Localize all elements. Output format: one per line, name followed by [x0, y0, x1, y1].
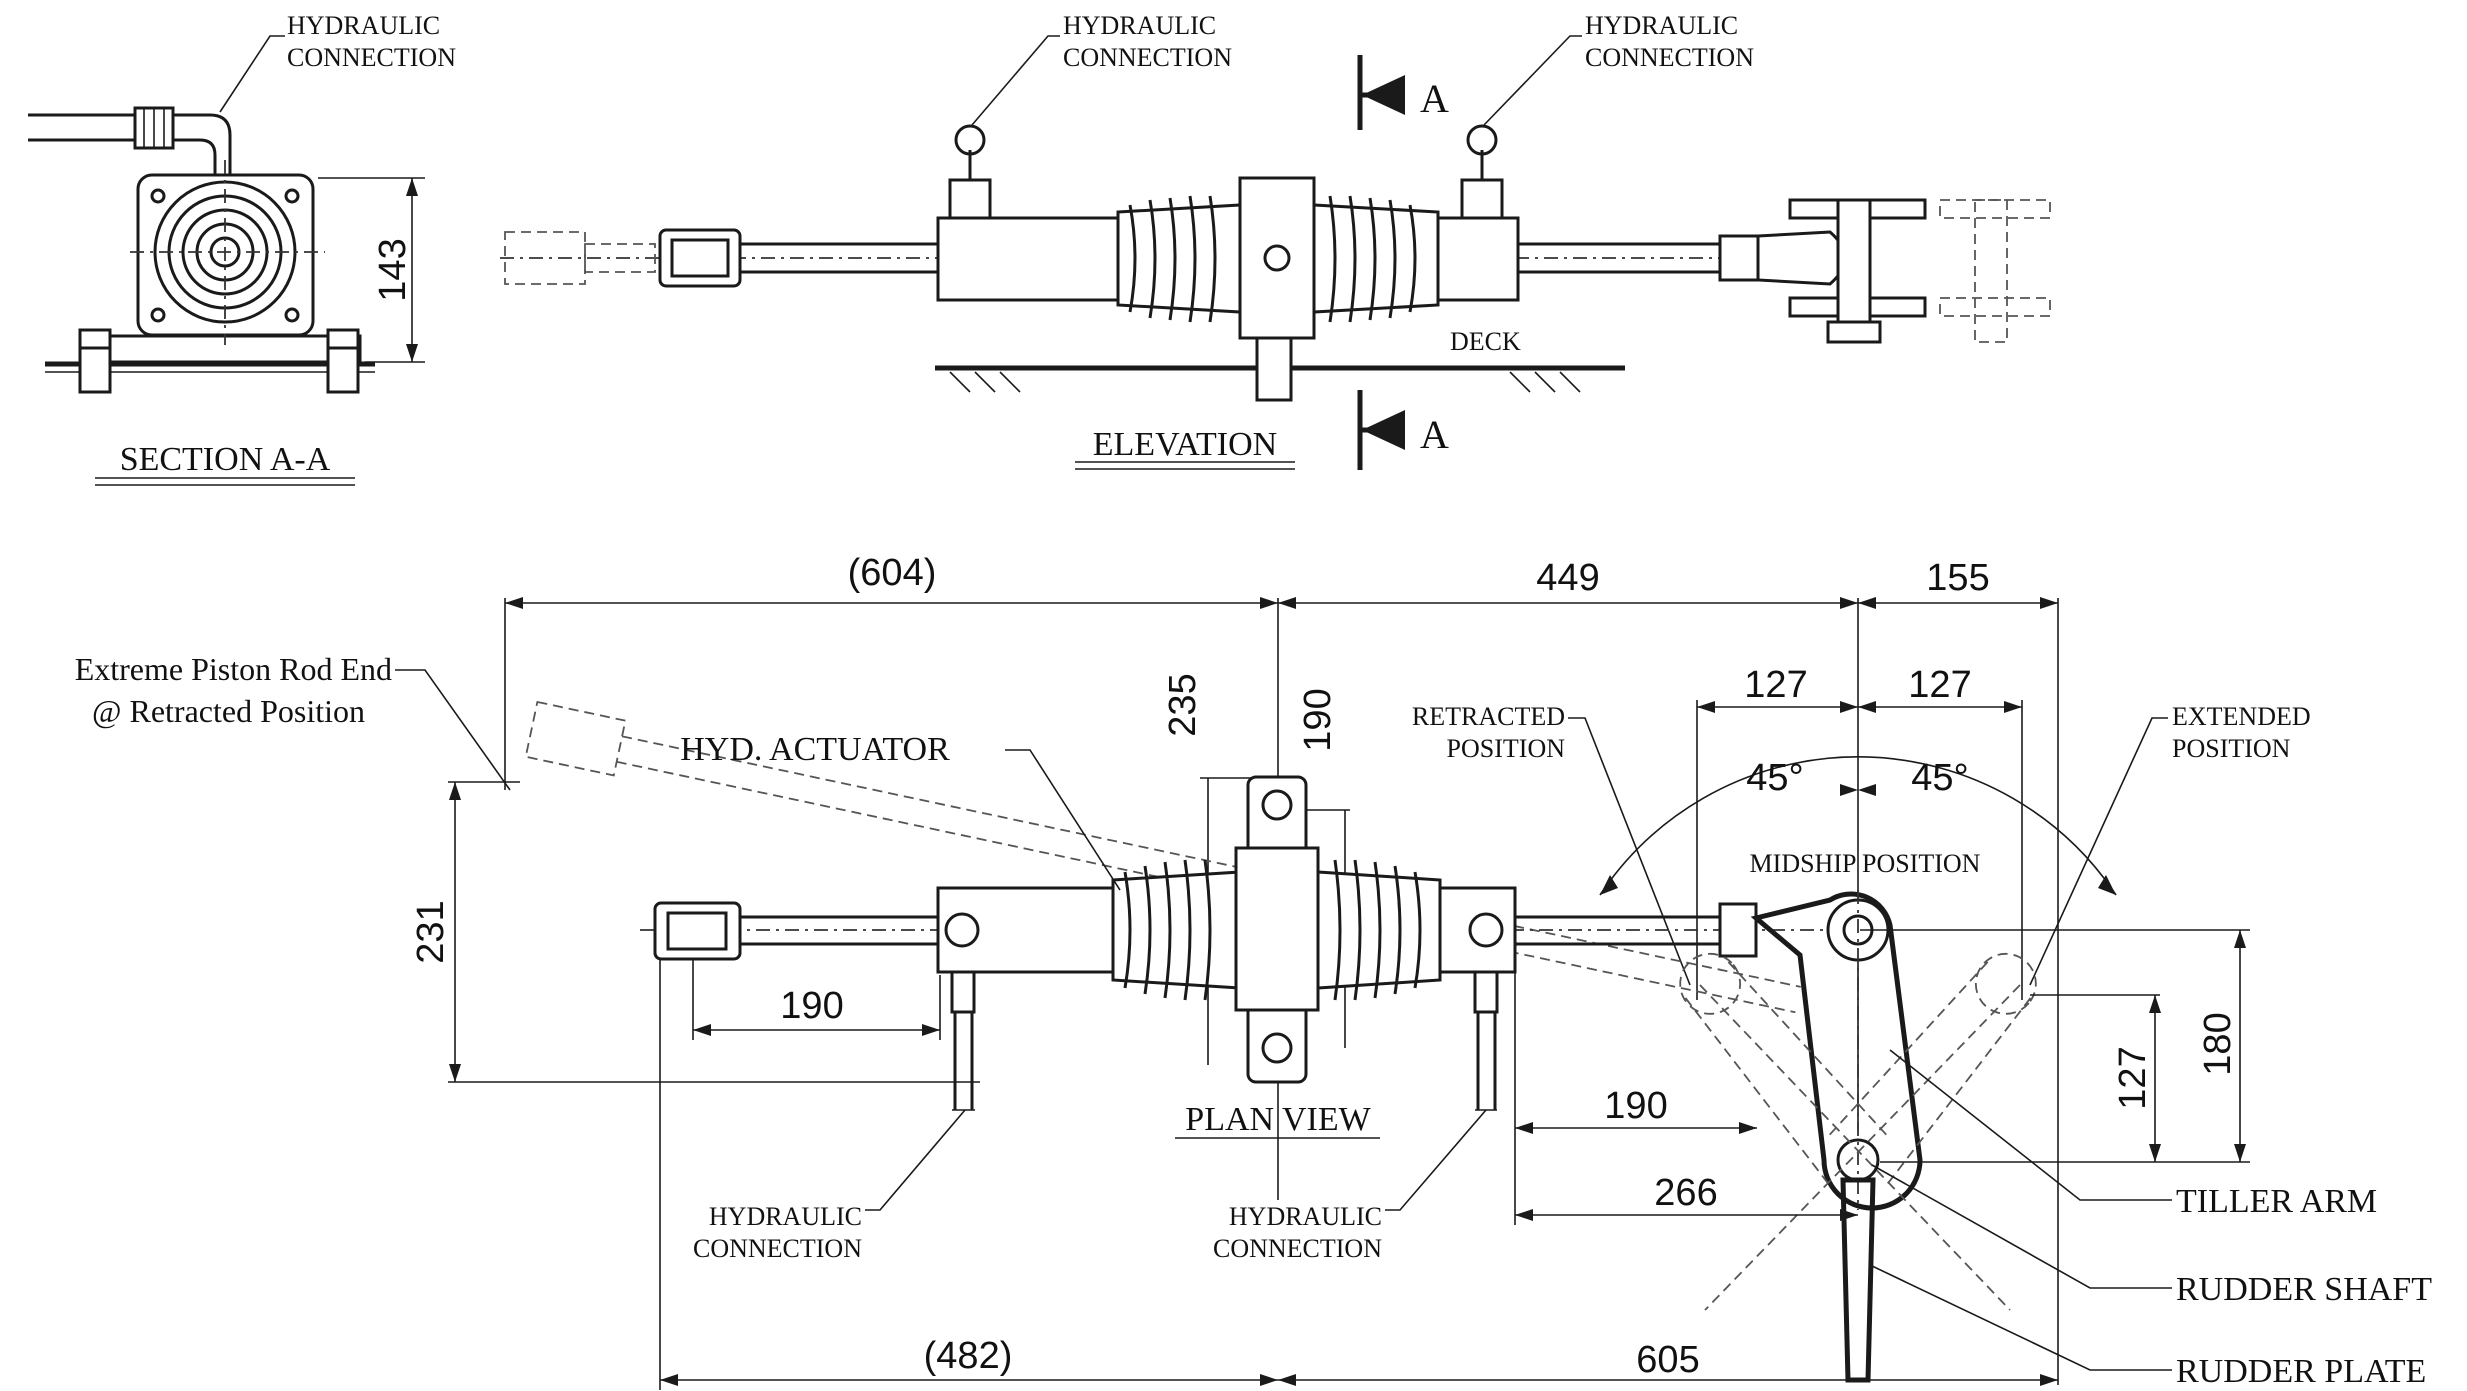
dim-180: 180: [2197, 1012, 2239, 1075]
dim-143: 143: [372, 238, 414, 301]
dim-482: (482): [924, 1335, 1013, 1377]
deck-label: DECK: [1450, 327, 1521, 356]
plan-hyd-conn-left-line2: CONNECTION: [693, 1234, 862, 1263]
plan-view-title: PLAN VIEW: [1185, 1101, 1371, 1138]
section-a-a-view: HYDRAULIC CONNECTION 143 SECTION A-A: [28, 11, 456, 486]
elevation-view: DECK: [500, 11, 2051, 470]
tiller-arm-label: TILLER ARM: [2176, 1183, 2377, 1220]
rudder-shaft-label: RUDDER SHAFT: [2176, 1271, 2432, 1308]
elev-hyd-conn-right-line1: HYDRAULIC: [1585, 11, 1738, 40]
extended-line1: EXTENDED: [2172, 702, 2311, 731]
retracted-line1: RETRACTED: [1412, 702, 1565, 731]
dim-266: 266: [1654, 1172, 1717, 1214]
hyd-actuator-label: HYD. ACTUATOR: [680, 731, 950, 768]
dim-190-vertical: 190: [1297, 688, 1339, 751]
dim-45-left: 45°: [1746, 757, 1803, 799]
elev-hyd-conn-left-line1: HYDRAULIC: [1063, 11, 1216, 40]
dim-190-right: 190: [1604, 1085, 1667, 1127]
extreme-piston-line2: @ Retracted Position: [92, 693, 365, 729]
dim-127-right: 127: [1908, 664, 1971, 706]
plan-hyd-conn-right-line2: CONNECTION: [1213, 1234, 1382, 1263]
elev-hyd-conn-right-line2: CONNECTION: [1585, 43, 1754, 72]
extreme-piston-line1: Extreme Piston Rod End: [75, 651, 392, 687]
plan-hyd-conn-left-line1: HYDRAULIC: [709, 1202, 862, 1231]
dim-449: 449: [1536, 557, 1599, 599]
dim-605: 605: [1636, 1339, 1699, 1381]
elev-hyd-conn-left-line2: CONNECTION: [1063, 43, 1232, 72]
elevation-title: ELEVATION: [1093, 426, 1277, 463]
dim-45-right: 45°: [1911, 757, 1968, 799]
plan-view: (604) 449 155 127 127 45° 45° MIDSHIP PO…: [75, 552, 2432, 1390]
dim-231: 231: [410, 900, 452, 963]
dim-155: 155: [1926, 557, 1989, 599]
section-marker-bottom: A: [1420, 412, 1449, 457]
section-marker-top: A: [1420, 76, 1449, 121]
dim-127-vertical: 127: [2112, 1046, 2154, 1109]
dim-235: 235: [1162, 673, 1204, 736]
retracted-line2: POSITION: [1447, 734, 1566, 763]
rudder-plate-label: RUDDER PLATE: [2176, 1353, 2426, 1390]
extended-line2: POSITION: [2172, 734, 2291, 763]
plan-hyd-conn-right-line1: HYDRAULIC: [1229, 1202, 1382, 1231]
midship-label: MIDSHIP POSITION: [1750, 849, 1981, 878]
section-hyd-conn-line1: HYDRAULIC: [287, 11, 440, 40]
dim-127-left: 127: [1744, 664, 1807, 706]
section-a-a-title: SECTION A-A: [120, 441, 331, 478]
dim-190-left: 190: [780, 985, 843, 1027]
section-hyd-conn-line2: CONNECTION: [287, 43, 456, 72]
dim-604: (604): [848, 552, 937, 594]
